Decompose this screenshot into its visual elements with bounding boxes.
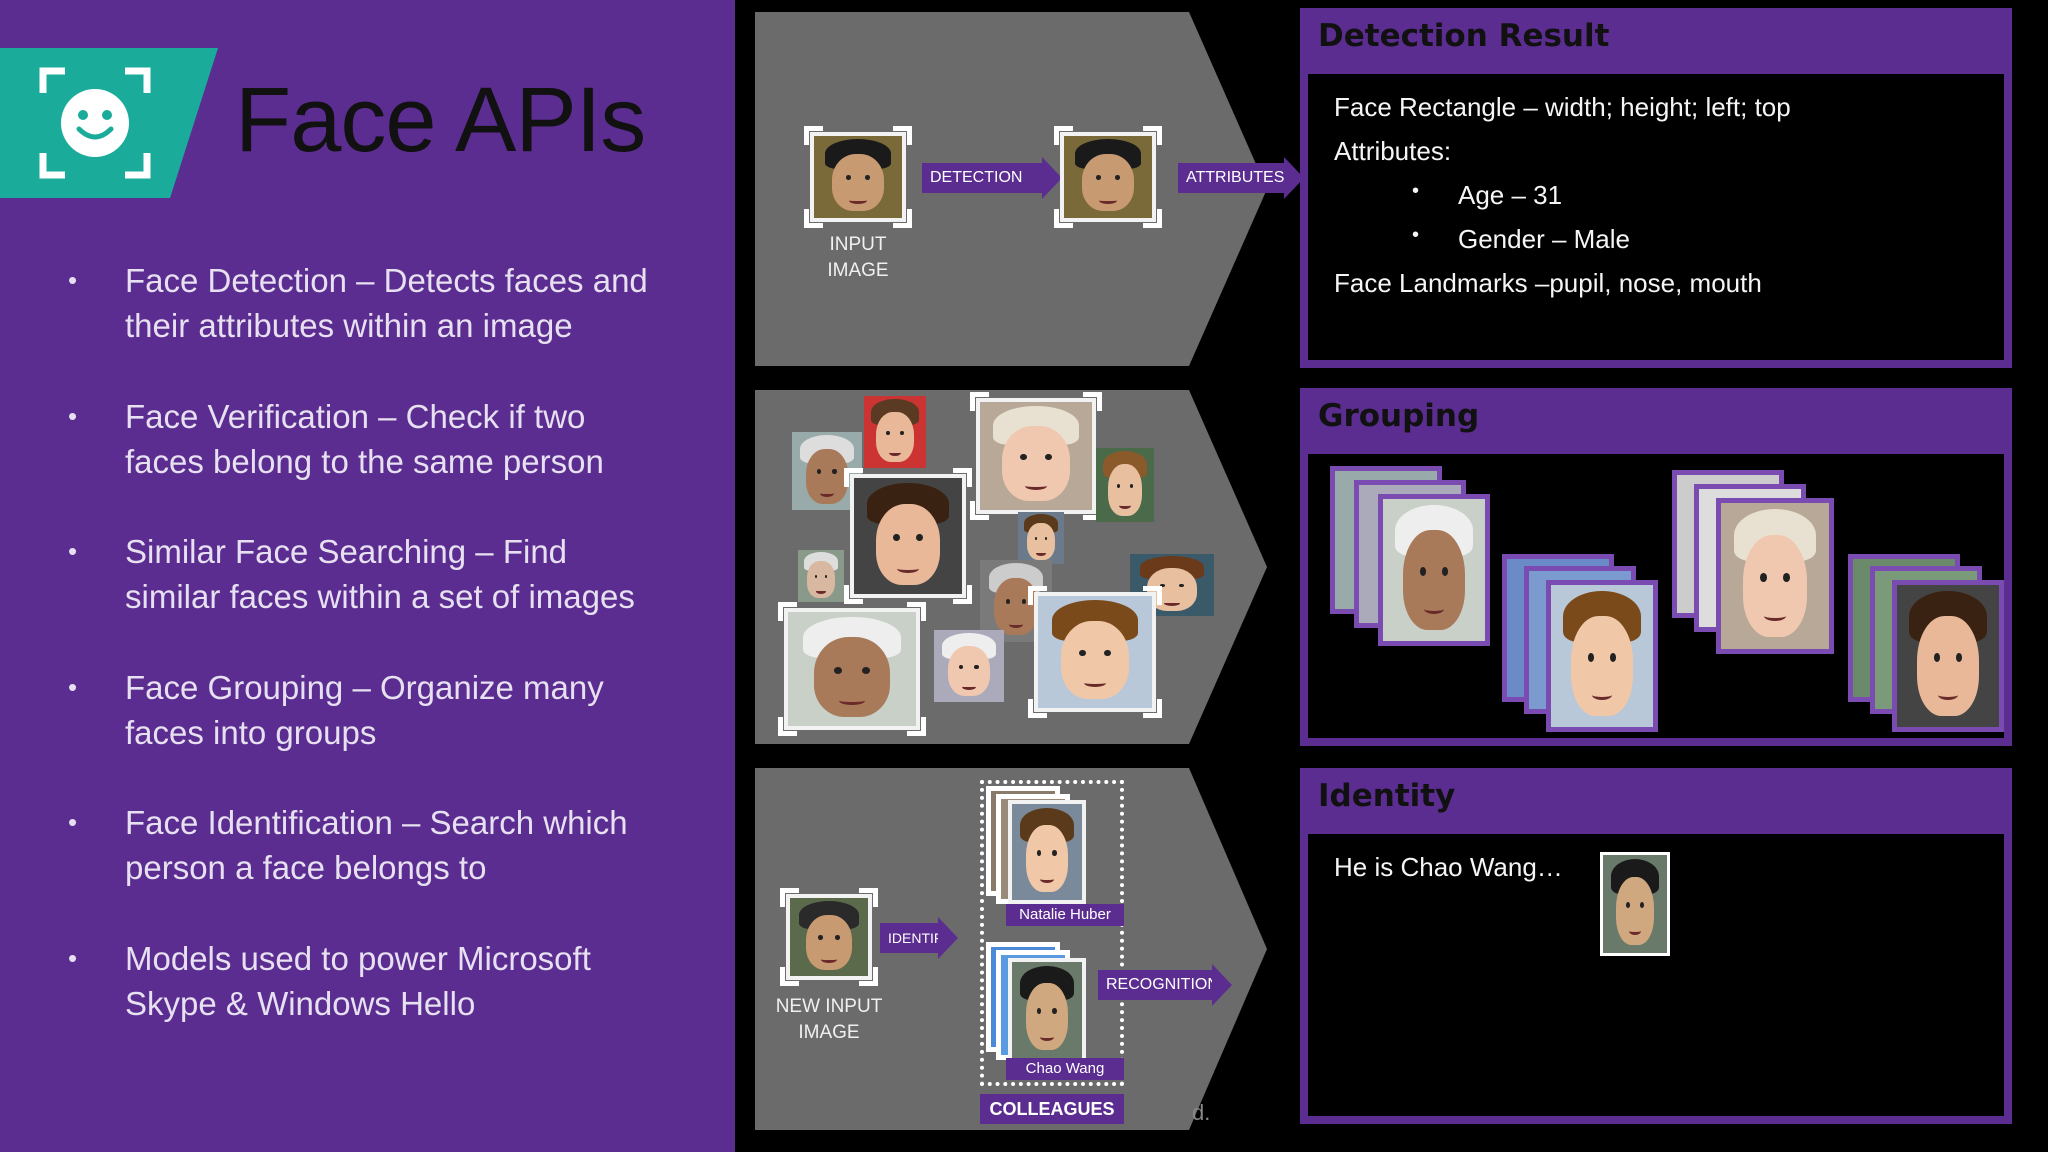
bullet-dot: • <box>68 807 78 837</box>
collage-face <box>1018 512 1064 564</box>
collage-face <box>798 550 844 602</box>
natalie-face-image <box>1008 800 1086 904</box>
colleagues-group-box <box>980 780 1124 1086</box>
bullet-text-line: Models used to power Microsoft <box>125 940 591 977</box>
face-rectangle-line: Face Rectangle – width; height; left; to… <box>1334 92 1791 122</box>
new-input-image-caption: NEW INPUT IMAGE <box>764 994 894 1046</box>
caption-line: NEW INPUT <box>775 996 883 1017</box>
bullet-dot: • <box>68 401 78 431</box>
group-3-face <box>1716 498 1834 654</box>
group-4-face <box>1892 580 2004 732</box>
bullet-text-line: Face Grouping – Organize many <box>125 669 604 706</box>
face-frame <box>970 392 1102 520</box>
grouping-heading: Grouping <box>1318 398 1480 434</box>
bullet-dot: • <box>68 536 78 566</box>
face-api-logo <box>0 48 218 198</box>
age-attribute: Age – 31 <box>1458 180 1563 210</box>
collage-face <box>864 396 926 468</box>
chao-name-label: Chao Wang <box>1006 1058 1124 1080</box>
watermark-fragment: d. <box>1192 1100 1211 1125</box>
natalie-name-label: Natalie Huber <box>1006 904 1124 926</box>
page-title: Face APIs <box>235 69 646 171</box>
group-1-face <box>1378 494 1490 646</box>
smiley-face-scan-icon <box>39 67 151 179</box>
caption-line: IMAGE <box>798 1022 860 1043</box>
chao-face-image <box>1008 958 1086 1062</box>
identity-heading: Identity <box>1318 778 1456 814</box>
bullet-dot: • <box>68 672 78 702</box>
collage-face <box>792 432 862 510</box>
bullet-text-line: similar faces within a set of images <box>125 578 635 615</box>
face-frame <box>778 602 926 736</box>
face-frame <box>1028 586 1162 718</box>
colleagues-label: COLLEAGUES <box>980 1094 1124 1124</box>
bullet-text-line: Face Identification – Search which <box>125 804 628 841</box>
bullet-dot: • <box>68 943 78 973</box>
caption-line: INPUT <box>829 234 887 255</box>
collage-face <box>1034 592 1156 712</box>
collage-face <box>976 398 1096 514</box>
group-2-face <box>1546 580 1658 732</box>
detection-arrow: DETECTION <box>922 157 1062 199</box>
recognition-arrow: RECOGNITION <box>1098 964 1232 1006</box>
input-face-image <box>810 132 906 222</box>
bullet-text-line: Skype & Windows Hello <box>125 985 476 1022</box>
bullet-dot: • <box>1412 180 1420 202</box>
detection-frame <box>1054 126 1162 228</box>
detection-frame <box>804 126 912 228</box>
detection-result-panel: Detection Result Face Rectangle – width;… <box>1300 8 2012 368</box>
attributes-arrow: ATTRIBUTES <box>1178 157 1304 199</box>
face-landmarks-line: Face Landmarks –pupil, nose, mouth <box>1334 268 1762 298</box>
detection-result-heading: Detection Result <box>1318 18 1610 54</box>
gender-attribute: Gender – Male <box>1458 224 1630 254</box>
collage-face <box>934 630 1004 702</box>
detected-face-image <box>1060 132 1156 222</box>
bullet-dot: • <box>1412 224 1420 246</box>
bullet-text-line: Similar Face Searching – Find <box>125 533 568 570</box>
collage-face <box>784 608 920 730</box>
identity-face-image <box>1600 852 1670 956</box>
identity-result-text: He is Chao Wang… <box>1334 852 1563 882</box>
bullet-text-line: Face Verification – Check if two <box>125 398 586 435</box>
new-input-face-image <box>786 894 872 980</box>
collage-face <box>1096 448 1154 522</box>
attributes-line: Attributes: <box>1334 136 1452 166</box>
input-image-caption: INPUT IMAGE <box>800 232 916 284</box>
identify-arrow: IDENTIFY <box>880 917 958 959</box>
bullet-dot: • <box>68 265 78 295</box>
detection-frame <box>780 888 878 986</box>
detection-result-body: Face Rectangle – width; height; left; to… <box>1308 74 2004 360</box>
collage-face <box>850 474 966 598</box>
bullet-text-line: their attributes within an image <box>125 307 573 344</box>
bullet-text-line: Face Detection – Detects faces and <box>125 262 648 299</box>
face-frame <box>844 468 972 604</box>
caption-line: IMAGE <box>827 260 889 281</box>
bullet-text-line: faces into groups <box>125 714 377 751</box>
bullet-text-line: person a face belongs to <box>125 849 487 886</box>
bullet-text-line: faces belong to the same person <box>125 443 604 480</box>
